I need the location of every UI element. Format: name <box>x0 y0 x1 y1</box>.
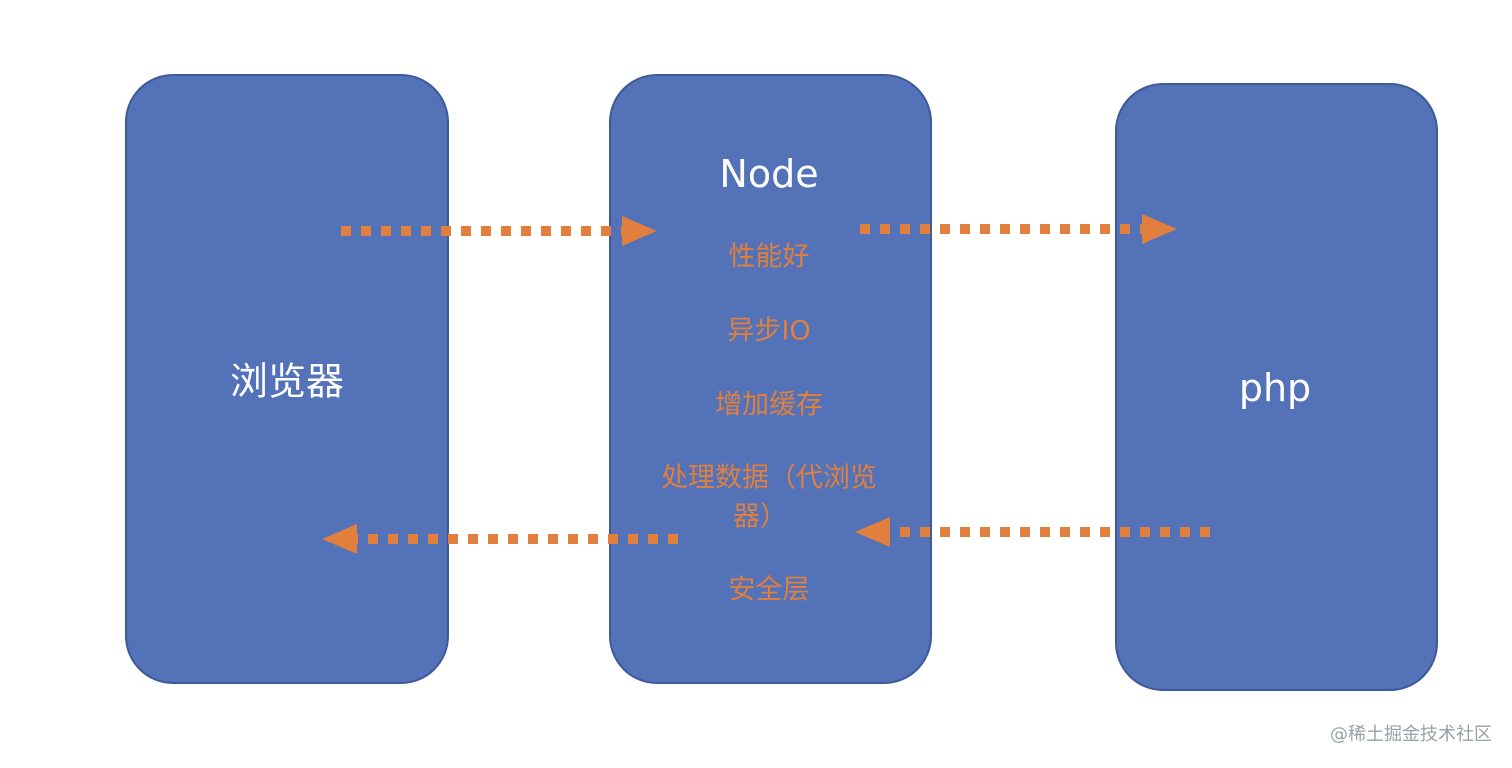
node-feature-data-processing: 处理数据（代浏览 <box>661 462 877 494</box>
node-feature-async-io: 异步IO <box>727 315 811 347</box>
php-label: php <box>1238 366 1312 410</box>
node-box <box>609 74 932 684</box>
browser-box <box>125 74 449 684</box>
watermark: @稀土掘金技术社区 <box>1330 724 1492 745</box>
node-feature-data-processing-cont: 器） <box>733 501 787 533</box>
node-feature-security: 安全层 <box>728 574 810 606</box>
node-label: Node <box>719 152 819 196</box>
browser-label: 浏览器 <box>229 359 345 404</box>
php-box <box>1115 83 1438 691</box>
node-feature-cache: 增加缓存 <box>715 389 823 421</box>
node-feature-performance: 性能好 <box>728 241 810 273</box>
